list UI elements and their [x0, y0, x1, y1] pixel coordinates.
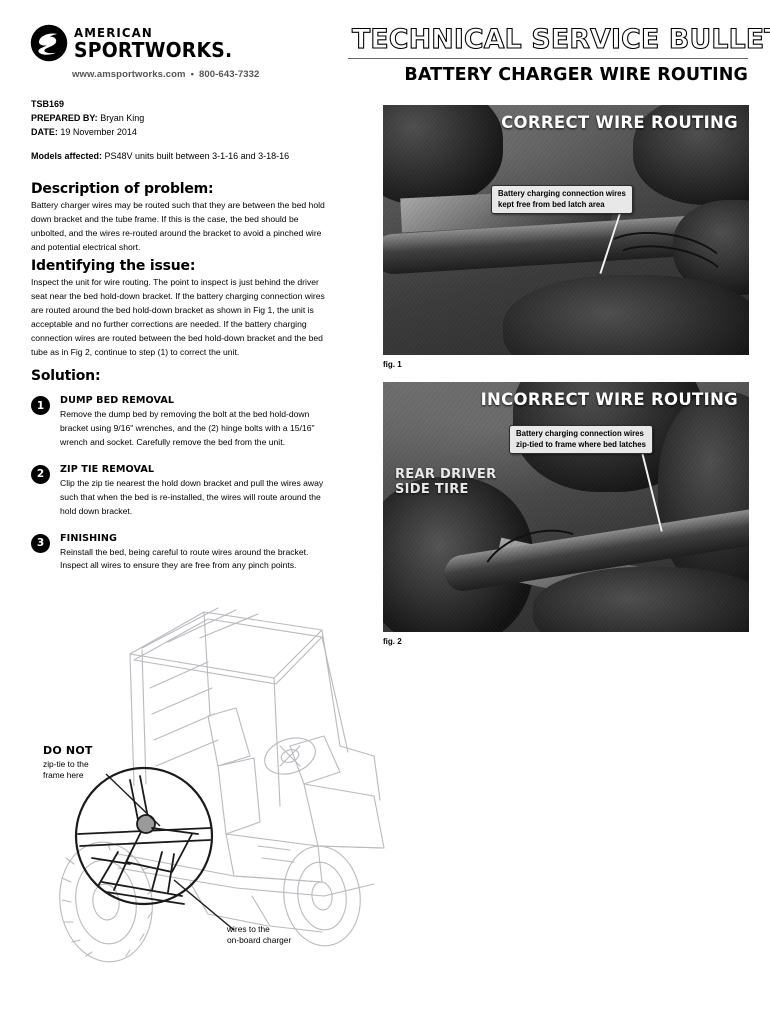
identifying-heading: Identifying the issue: — [31, 258, 196, 274]
prepared-by-label: PREPARED BY: — [31, 112, 98, 123]
figure-2-caption: fig. 2 — [383, 637, 402, 646]
date-label: DATE: — [31, 126, 58, 137]
solution-heading: Solution: — [31, 368, 101, 384]
identifying-section: Identifying the issue: Inspect the unit … — [31, 258, 327, 360]
description-section: Description of problem: Battery charger … — [31, 181, 327, 255]
photo-shadow-region — [658, 392, 749, 592]
step-number-badge: 2 — [31, 464, 50, 484]
brand-phone: 800-643-7332 — [199, 69, 260, 80]
solution-step: 2 ZIP TIE REMOVAL Clip the zip tie neare… — [31, 464, 327, 519]
charger-wires-annotation: wires to the on-board charger — [227, 924, 291, 947]
description-heading: Description of problem: — [31, 181, 214, 197]
brand-contact: www.amsportworks.com • 800-643-7332 — [72, 69, 350, 80]
prepared-by: PREPARED BY: Bryan King — [31, 112, 144, 126]
banner-divider — [348, 57, 748, 60]
tsb-number-value: TSB169 — [31, 99, 65, 109]
callout-line-1: Battery charging connection wires — [498, 189, 626, 198]
figure-2-callout: Battery charging connection wires zip-ti… — [509, 425, 653, 455]
photo-shadow-region — [503, 275, 749, 355]
photo-grain — [383, 105, 749, 355]
do-not-line-2: frame here — [43, 770, 84, 781]
do-not-annotation: DO NOT zip-tie to the frame here — [43, 744, 93, 782]
figure-2-photo: INCORRECT WIRE ROUTING REAR DRIVER SIDE … — [383, 382, 749, 632]
logo-american: AMERICAN — [74, 24, 153, 40]
description-text: Battery charger wires may be routed such… — [31, 200, 325, 252]
document-meta: TSB169 PREPARED BY: Bryan King DATE: 19 … — [31, 98, 144, 140]
brand-logo-block: AMERICAN SPORTWORKS. www.amsportworks.co… — [30, 24, 350, 80]
logo-sportworks: SPORTWORKS. — [74, 38, 233, 63]
figure-2-side-label: REAR DRIVER SIDE TIRE — [395, 467, 496, 498]
step-text: Clip the zip tie nearest the hold down b… — [60, 477, 324, 516]
side-label-line-1: REAR DRIVER — [395, 467, 497, 482]
step-text: Reinstall the bed, being careful to rout… — [60, 546, 309, 571]
callout-line-2: zip-tied to frame where bed latches — [516, 439, 646, 449]
step-body: FINISHING Reinstall the bed, being caref… — [60, 533, 327, 574]
step-title: DUMP BED REMOVAL — [60, 395, 175, 406]
utv-line-drawing-icon — [59, 607, 385, 963]
photo-shadow-region — [633, 105, 749, 205]
figure-1-photo: CORRECT WIRE ROUTING Battery charging co… — [383, 105, 749, 355]
callout-line-1: Battery charging connection wires — [516, 429, 644, 438]
date-value: 19 November 2014 — [60, 126, 137, 137]
side-label-line-2: SIDE TIRE — [395, 482, 469, 498]
photo-shadow-region — [533, 567, 749, 632]
step-number-badge: 1 — [31, 396, 50, 415]
banner-title: TECHNICAL SERVICE BULLETIN — [351, 24, 770, 55]
separator-dot: • — [190, 69, 195, 80]
utv-line-drawing: DO NOT zip-tie to the frame here wires t… — [22, 596, 392, 986]
do-not-line-1: zip-tie to the — [43, 758, 89, 769]
step-text: Remove the dump bed by removing the bolt… — [60, 409, 315, 447]
models-affected-label: Models affected: — [31, 151, 103, 161]
brand-website: www.amsportworks.com — [72, 69, 186, 80]
figure-1-caption: fig. 1 — [383, 360, 402, 369]
tsb-number: TSB169 — [31, 98, 144, 112]
logo-row: AMERICAN SPORTWORKS. — [30, 24, 350, 62]
figure-1-callout: Battery charging connection wires kept f… — [491, 185, 633, 215]
identifying-text: Inspect the unit for wire routing. The p… — [31, 277, 325, 357]
solution-steps: 1 DUMP BED REMOVAL Remove the dump bed b… — [31, 395, 327, 573]
callout-line-2: kept free from bed latch area — [498, 199, 605, 209]
models-affected-value: PS48V units built between 3-1-16 and 3-1… — [104, 151, 290, 161]
banner: TECHNICAL SERVICE BULLETIN BATTERY CHARG… — [348, 24, 770, 86]
figure-1-title: CORRECT WIRE ROUTING — [501, 113, 738, 132]
step-title: FINISHING — [60, 532, 118, 544]
step-number-badge: 3 — [31, 533, 50, 553]
banner-subtitle: BATTERY CHARGER WIRE ROUTING — [404, 65, 748, 86]
solution-section: Solution: 1 DUMP BED REMOVAL Remove the … — [31, 368, 327, 587]
prepared-by-value: Bryan King — [100, 112, 145, 123]
charger-line-1: wires to the — [227, 924, 270, 934]
step-title: ZIP TIE REMOVAL — [60, 463, 155, 475]
logo-wordmark: AMERICAN SPORTWORKS. — [74, 24, 242, 63]
photo-grain — [383, 382, 749, 632]
photo-shadow-region — [383, 105, 503, 205]
charger-line-2: on-board charger — [227, 935, 292, 946]
figure-2-title: INCORRECT WIRE ROUTING — [480, 390, 738, 409]
sportworks-swoosh-logo-icon — [30, 24, 68, 62]
do-not-heading: DO NOT — [43, 744, 93, 757]
detail-magnifier-circle — [74, 766, 235, 931]
date: DATE: 19 November 2014 — [31, 126, 144, 140]
models-affected: Models affected: PS48V units built betwe… — [31, 151, 289, 161]
step-body: ZIP TIE REMOVAL Clip the zip tie nearest… — [60, 464, 327, 519]
solution-step: 1 DUMP BED REMOVAL Remove the dump bed b… — [31, 395, 327, 450]
step-body: DUMP BED REMOVAL Remove the dump bed by … — [60, 395, 327, 450]
solution-step: 3 FINISHING Reinstall the bed, being car… — [31, 533, 327, 574]
